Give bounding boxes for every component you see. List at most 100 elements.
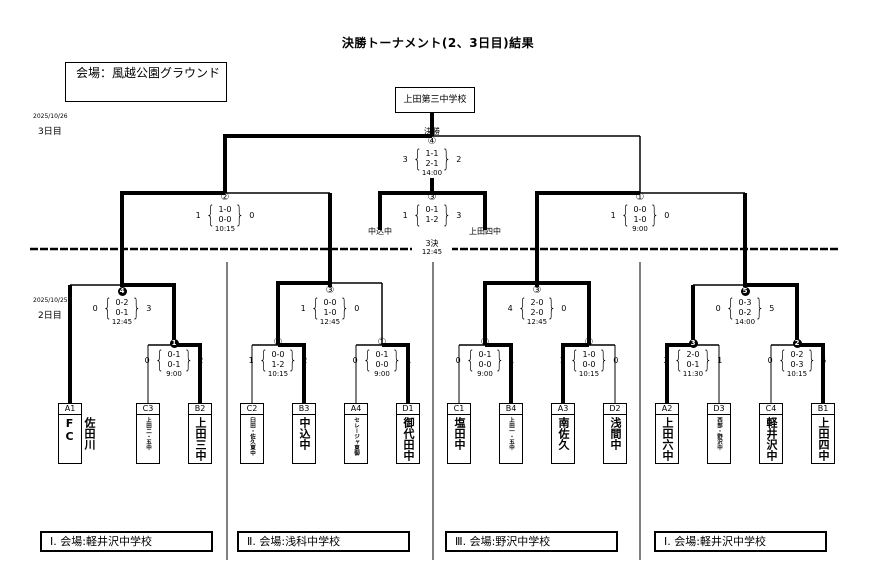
right-total-score: 1 [717, 355, 723, 365]
left-brace: { [778, 346, 788, 374]
match-time: 14:00 [734, 318, 756, 326]
match-number: ④ [427, 136, 437, 147]
left-brace: { [206, 201, 216, 229]
right-brace: } [806, 346, 816, 374]
match-number: ③ [427, 192, 437, 203]
first-half-score: 0-2 [115, 298, 129, 307]
second-half-score: 0-0 [478, 360, 492, 369]
first-half-score: 0-2 [790, 350, 804, 359]
right-brace: } [287, 346, 297, 374]
left-brace: { [413, 145, 423, 173]
right-total-score: 0 [249, 210, 255, 220]
match-time: 9:00 [374, 370, 390, 378]
left-total-score: 1 [402, 210, 408, 220]
champion-box: 上田第三中学校 [395, 87, 475, 113]
team-name: セレージャ東御 [353, 417, 359, 456]
first-half-score: 0-1 [167, 350, 181, 359]
first-half-score: 0-0 [323, 298, 337, 307]
team-seed-code: A4 [345, 404, 367, 415]
right-brace: } [649, 201, 659, 229]
right-total-score: 2 [302, 355, 308, 365]
team-seed-code: C2 [241, 404, 263, 415]
team-name: 塩田中 [453, 417, 466, 450]
left-brace: { [621, 201, 631, 229]
match-time: 9:00 [632, 225, 648, 233]
match-number: ② [273, 337, 283, 348]
team-name: 南佐久 [557, 417, 570, 450]
left-brace: { [103, 294, 113, 322]
day3-date: 2025/10/26 [33, 113, 68, 120]
right-brace: } [339, 294, 349, 322]
first-half-score: 0-0 [633, 205, 647, 214]
first-half-score: 1-1 [425, 149, 439, 158]
page-title: 決勝トーナメント(2、3日目)結果 [341, 36, 535, 50]
team-seed-code: D2 [604, 404, 626, 415]
venue-box-top: 会場：風越公園グラウンド [65, 62, 227, 102]
right-total-score: 5 [821, 355, 827, 365]
left-total-score: 0 [92, 303, 98, 313]
match-number: 5 [740, 287, 750, 296]
second-half-score: 0-1 [115, 308, 129, 317]
day2-label: 2日目 [38, 311, 62, 321]
team-box: A4 セレージャ東御 [344, 403, 368, 464]
match-time: 9:00 [166, 370, 182, 378]
second-half-score: 0-0 [582, 360, 596, 369]
team-name: 御代田中 [402, 417, 415, 461]
team-name: 上田二・五中 [145, 417, 151, 450]
team-seed-code: A1 [59, 404, 81, 415]
right-brace: } [183, 346, 193, 374]
right-brace: } [546, 294, 556, 322]
block4-venue-label: Ⅰ. 会場:軽井沢中学校 [654, 531, 827, 552]
right-brace: } [441, 201, 451, 229]
right-total-score: 3 [456, 210, 462, 220]
match-number: ① [480, 337, 490, 348]
first-half-score: 2-0 [530, 298, 544, 307]
team-name: 上田六中 [661, 417, 674, 461]
match-time: 10:15 [267, 370, 289, 378]
team-name: 中込中 [298, 417, 311, 450]
final-label: 決勝 [424, 127, 440, 136]
second-half-score: 0-3 [790, 360, 804, 369]
right-total-score: 0 [613, 355, 619, 365]
day3-label: 3日目 [38, 127, 62, 137]
match-number: ② [584, 337, 594, 348]
left-brace: { [413, 201, 423, 229]
second-half-score: 2-1 [425, 159, 439, 168]
right-brace: } [702, 346, 712, 374]
match-number: ③ [325, 285, 335, 296]
left-total-score: 1 [610, 210, 616, 220]
second-half-score: 1-0 [633, 215, 647, 224]
match-number: ③ [532, 285, 542, 296]
left-total-score: 1 [248, 355, 254, 365]
left-total-score: 0 [767, 355, 773, 365]
block2-venue-label: Ⅱ. 会場:浅科中学校 [237, 531, 410, 552]
match-number: 3 [688, 339, 698, 348]
right-brace: } [234, 201, 244, 229]
third-left-team: 中込中 [368, 227, 392, 236]
match-time: 10:15 [786, 370, 808, 378]
block1-venue-label: Ⅰ. 会場:軽井沢中学校 [40, 531, 213, 552]
second-half-score: 1-2 [271, 360, 285, 369]
team-name: 軽井沢中 [765, 417, 778, 461]
